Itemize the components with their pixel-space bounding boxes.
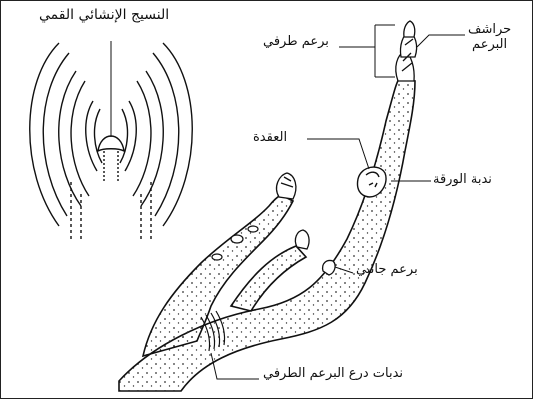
terminal-bud [396, 21, 417, 81]
node-pointer [307, 139, 369, 169]
label-lateral-bud: برعم جانبي [356, 263, 418, 278]
terminal-bud-bracket [339, 25, 395, 77]
branch-bud [277, 173, 296, 199]
label-node: العقدة [253, 131, 287, 146]
leaf-trace-right [141, 181, 151, 239]
bud-scales-pointer [417, 35, 465, 47]
bud-scale-3 [404, 21, 415, 37]
outer-leaf-primordium-left [30, 43, 69, 226]
label-terminal-bud: برعم طرفي [263, 35, 329, 50]
middle-leaf-primordium-right [133, 71, 163, 206]
meristem-section [30, 41, 193, 239]
label-leaf-scar: ندبة الورقة [433, 173, 492, 188]
leaf-trace-left [71, 181, 81, 239]
meristem-stalk [104, 151, 118, 181]
label-apical-meristem: النسيج الإنشائي القمي [39, 7, 169, 23]
label-bud-scales-line2: البرعم [468, 38, 511, 53]
meristem-dome [98, 136, 124, 151]
label-terminal-bud-scale-scars: ندبات درع البرعم الطرفي [263, 367, 403, 382]
inner-leaf-primordium-left [86, 101, 102, 171]
label-bud-scales-line1: حراشف [468, 23, 511, 38]
outer-leaf-primordium-right [153, 43, 192, 226]
middle-leaf-primordium-left [59, 71, 89, 206]
inner-leaf-primordium-right [120, 101, 136, 171]
lateral-bud [295, 230, 309, 249]
label-bud-scales: حراشف البرعم [468, 23, 511, 53]
